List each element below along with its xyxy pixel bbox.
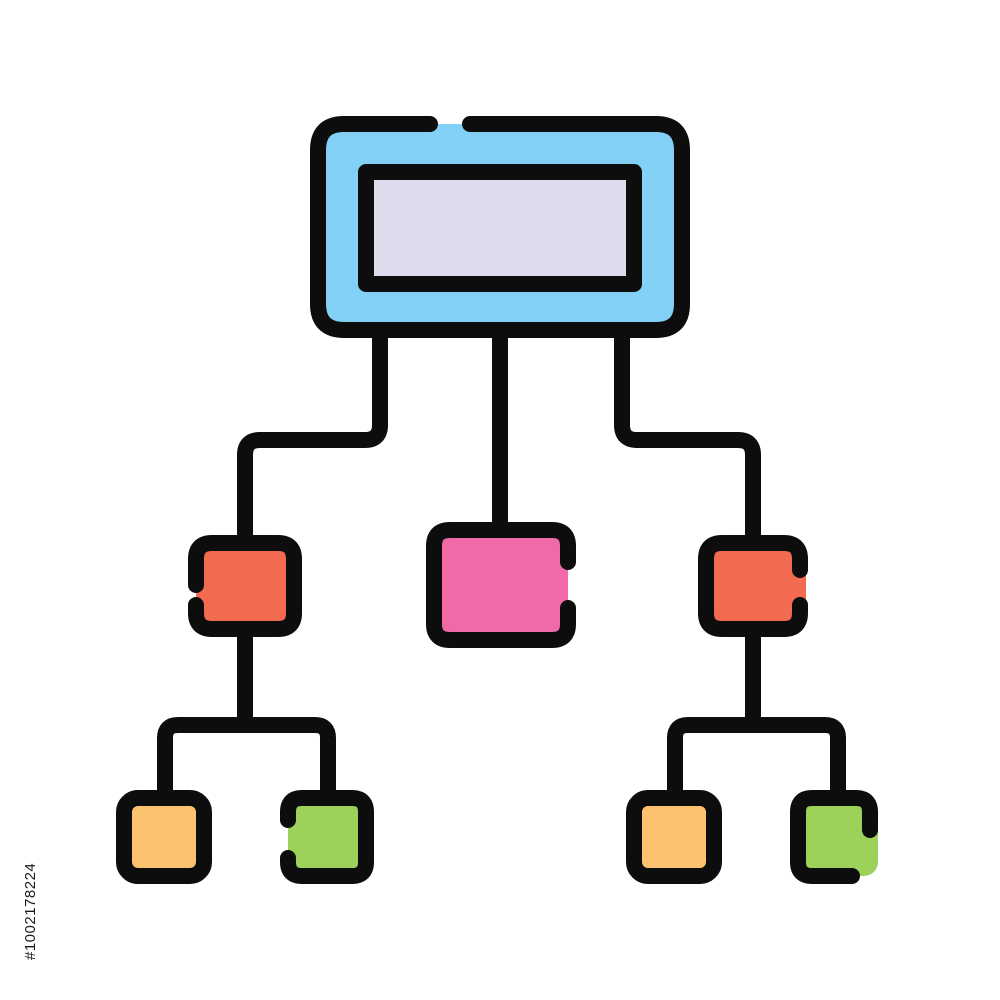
connector-left-subtree (157, 620, 336, 808)
child-node-right (698, 535, 808, 637)
connector-right-subtree (667, 620, 846, 808)
connector-root-left (237, 330, 388, 553)
leaf-node-1-fill (116, 790, 212, 884)
leaf-node-4 (790, 790, 878, 884)
root-node-outline (310, 116, 690, 338)
child-node-right-outline (698, 535, 808, 637)
stock-id-label: #1002178224 (22, 862, 39, 960)
leaf-node-2-fill (288, 798, 366, 876)
leaf-node-1 (116, 790, 212, 884)
leaf-node-3-fill (626, 790, 722, 884)
leaf-node-2-outline (280, 790, 374, 884)
leaf-node-4-outline (790, 790, 878, 884)
child-node-center-fill (434, 530, 568, 640)
child-node-left-fill (196, 543, 294, 629)
leaf-node-3 (626, 790, 722, 884)
child-node-center (426, 522, 576, 648)
child-node-left (188, 535, 302, 637)
leaf-node-2 (280, 790, 374, 884)
leaf-node-4-fill (798, 798, 878, 876)
child-node-left-outline (188, 535, 302, 637)
connector-root-right (614, 330, 761, 553)
root-node-screen (358, 164, 642, 292)
child-node-right-fill (706, 543, 806, 629)
child-node-center-outline (426, 522, 576, 648)
root-node (310, 116, 690, 338)
